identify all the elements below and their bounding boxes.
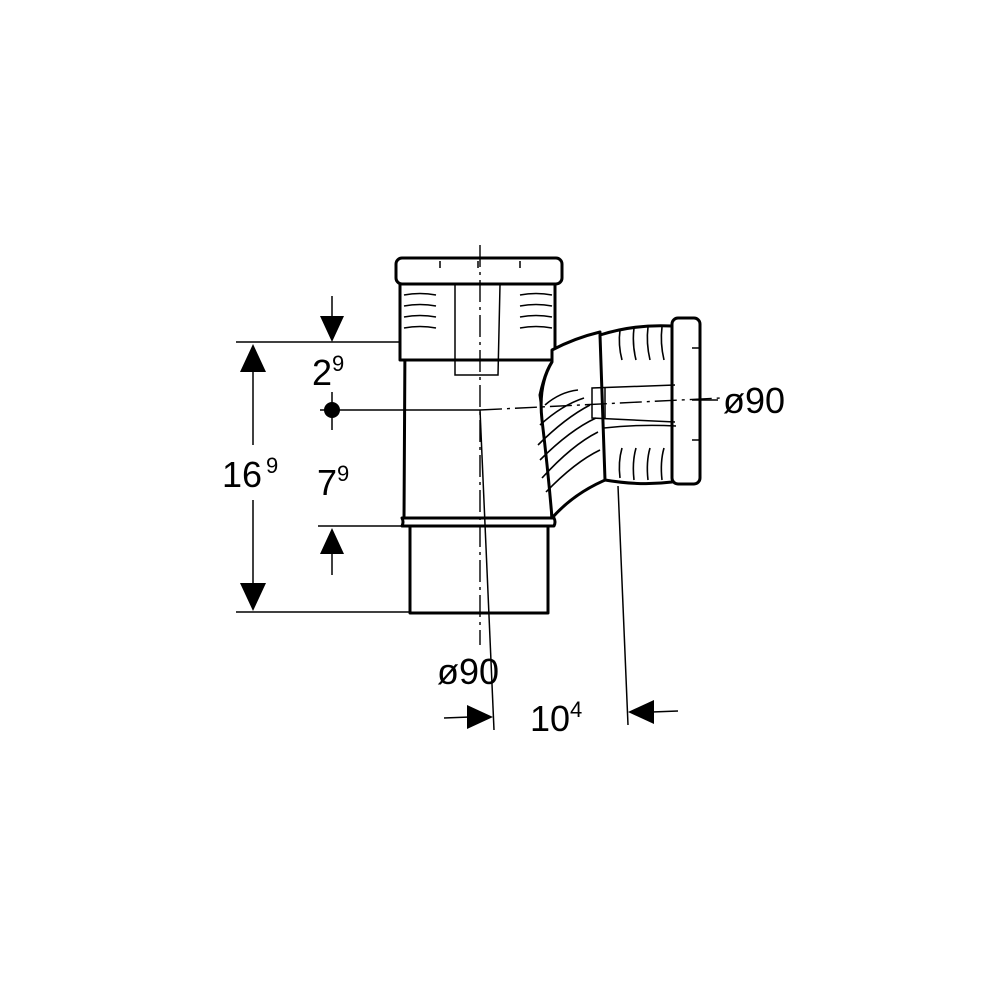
branch-offset-label: 104 bbox=[530, 697, 582, 739]
socket-ring bbox=[394, 256, 564, 286]
socket-ribs-right bbox=[519, 292, 553, 329]
socket-inner-tab bbox=[454, 284, 501, 376]
top-offset-label: 29 bbox=[312, 351, 344, 393]
spigot-end bbox=[408, 523, 550, 615]
main-diameter-label: ø90 bbox=[437, 651, 499, 692]
reference-point bbox=[320, 392, 480, 430]
main-pipe bbox=[394, 256, 564, 615]
branch-offset-dimension bbox=[443, 700, 679, 729]
branch-height-dimension bbox=[320, 528, 344, 575]
branch-ribs-lower bbox=[618, 447, 665, 481]
branch-body bbox=[539, 330, 612, 520]
branch-hatching bbox=[537, 389, 601, 493]
branch-inner-tab bbox=[591, 384, 676, 423]
branch-ribs-upper bbox=[618, 326, 665, 361]
extension-lines bbox=[236, 341, 629, 731]
branch-socket bbox=[598, 324, 682, 486]
branch-axis bbox=[479, 397, 721, 411]
total-height-dimension bbox=[240, 344, 266, 611]
branch-diameter-label: ø90 bbox=[723, 380, 785, 421]
ring-groove bbox=[400, 516, 557, 528]
branch-height-label: 79 bbox=[317, 461, 349, 503]
top-offset-dimension bbox=[320, 296, 344, 342]
main-body bbox=[402, 338, 554, 522]
socket bbox=[398, 281, 557, 362]
branch-socket-ring bbox=[670, 316, 702, 486]
center-lines bbox=[479, 245, 721, 645]
socket-ring-notches bbox=[439, 261, 521, 268]
socket-ribs-left bbox=[403, 292, 437, 329]
branch-pipe bbox=[537, 316, 702, 520]
